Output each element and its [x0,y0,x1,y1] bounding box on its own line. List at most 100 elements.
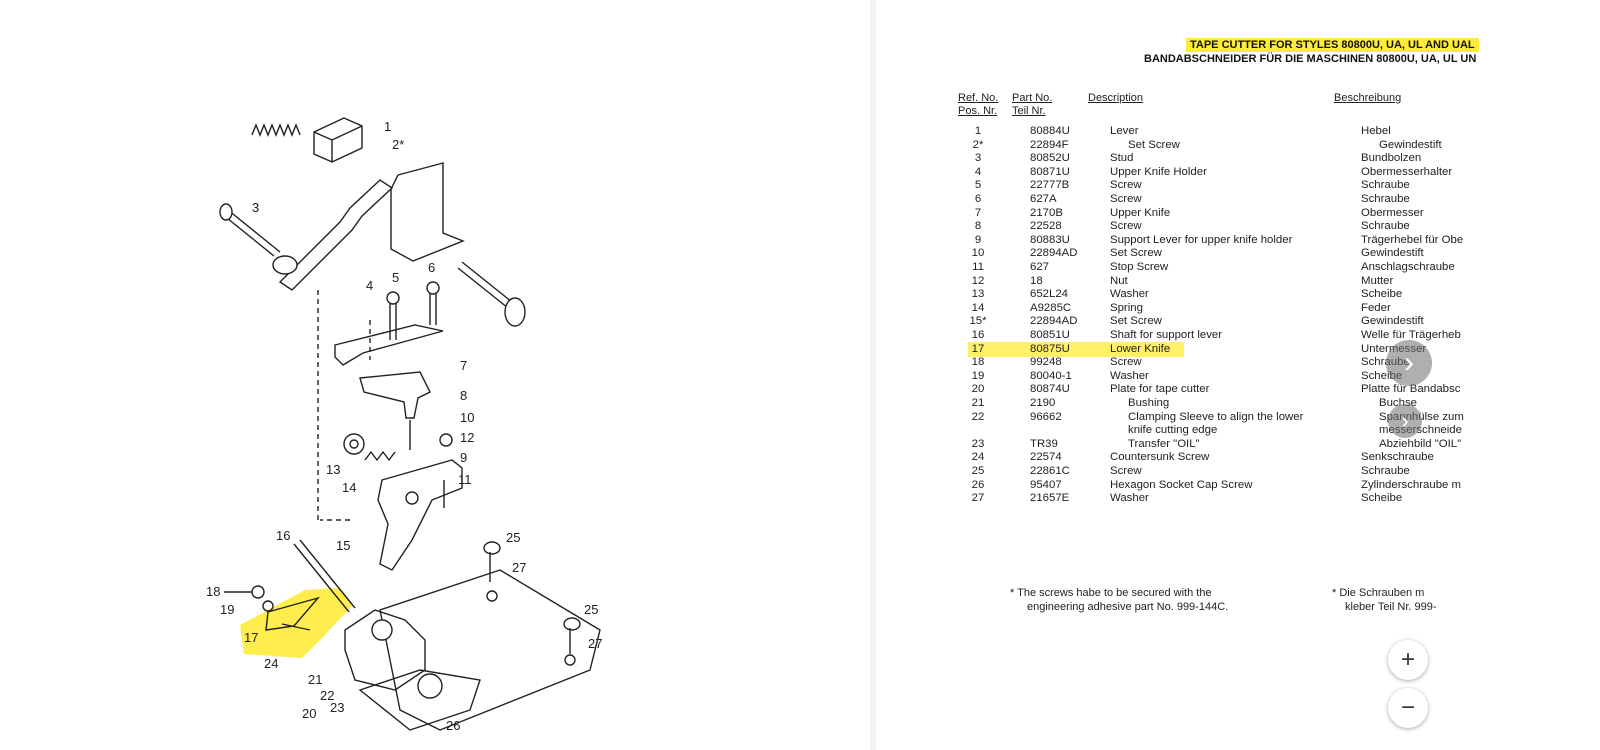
document-title-en: TAPE CUTTER FOR STYLES 80800U, UA, UL AN… [1186,38,1479,52]
part-beschreibung: Platte für Bandabsc [1361,383,1461,396]
callout-25b: 25 [584,602,598,617]
part-description: Transfer "OIL" [1128,437,1200,450]
part-beschreibung: Schraube [1361,179,1410,192]
part-description: Stop Screw [1110,261,1169,273]
part-number: 22894F [1030,138,1069,151]
callout-13: 13 [326,462,340,477]
exploded-parts-diagram: 1 2* 3 4 5 6 7 8 10 12 9 13 14 11 16 15 … [206,117,602,733]
part-description: Support Lever for upper knife holder [1110,233,1293,246]
part-description: Washer [1110,492,1149,505]
part-description: Set Screw [1128,138,1180,151]
part-description: Clamping Sleeve to align the lower [1128,410,1304,423]
header-part-no-en: Part No. [1012,92,1053,104]
callout-25a: 25 [506,530,520,545]
right-document-panel: TAPE CUTTER FOR STYLES 80800U, UA, UL AN… [876,0,1600,750]
part-ref-no: 25 [971,465,985,477]
part-ref-no: 16 [971,329,985,341]
block [313,117,363,163]
callout-7: 7 [460,358,467,373]
part-beschreibung: Gewindestift [1361,315,1424,328]
part-number: 2190 [1030,397,1056,409]
part-description: Spring [1110,301,1143,314]
part-number: 21657E [1030,492,1070,505]
part-ref-no: 24 [971,451,985,464]
callout-18: 18 [206,584,220,599]
part-beschreibung: Senkschraube [1361,451,1434,464]
plus-icon: + [1400,646,1415,673]
callout-15: 15 [336,538,350,553]
zoom-in-button[interactable]: + [1388,640,1428,680]
support-lever [377,459,463,571]
part-ref-no: 5 [974,179,982,192]
footnote-en-line-1: * The screws habe to be secured with the [1010,587,1212,599]
next-image-button[interactable]: › [1386,340,1432,386]
part-number: A9285C [1030,301,1072,314]
base-plate [379,569,601,731]
part-number: 80040-1 [1030,369,1072,382]
part-beschreibung: Mutter [1361,274,1394,287]
part-description: Stud [1110,152,1134,165]
part-description: Hexagon Socket Cap Screw [1110,478,1253,491]
header-description: Description [1088,92,1144,104]
spring-top [251,123,301,137]
callout-5: 5 [392,270,399,285]
part-number: 80883U [1030,233,1070,246]
callout-3: 3 [252,200,259,215]
part-ref-no: 1 [974,125,982,137]
part-description: Shaft for support lever [1110,329,1223,341]
callout-4: 4 [366,278,373,293]
part-number: 22528 [1030,220,1062,233]
part-ref-no: 8 [974,220,982,233]
part-number: 80852U [1030,152,1070,165]
part-description: Screw [1110,193,1142,205]
part-beschreibung: Obermesserhalter [1361,165,1453,178]
part-description: Upper Knife Holder [1110,165,1207,178]
part-number: 96662 [1030,410,1062,423]
header-pos-nr: Pos. Nr. [958,105,998,117]
part-ref-no: 7 [974,206,982,219]
part-beschreibung: Zylinderschraube m [1361,478,1462,491]
part-description: Plate for tape cutter [1110,383,1210,396]
lever [278,179,394,291]
secondary-nav-button[interactable]: › [1388,404,1422,438]
header-teil-nr: Teil Nr. [1012,105,1046,117]
part-number: 99248 [1030,356,1062,369]
part-description: Screw [1110,220,1142,233]
part-ref-no: 19 [971,369,985,382]
part-ref-no: 12 [971,274,985,287]
callout-24: 24 [264,656,278,671]
part-beschreibung: Anschlagschraube [1361,261,1455,273]
header-ref-no: Ref. No. Pos. Nr. [958,92,998,118]
lower-knife-row-highlight [968,342,1184,357]
part-ref-no: 21 [971,397,985,409]
part-beschreibung: Gewindestift [1379,138,1442,151]
part-number: 18 [1030,274,1043,287]
part-number: 80884U [1030,125,1070,137]
header-part-no: Part No. Teil Nr. [1012,92,1052,118]
callout-22: 22 [320,688,334,703]
part-number: 22777B [1030,179,1070,192]
part-beschreibung: Trägerhebel für Obe [1361,233,1464,246]
part-ref-no: 9 [974,233,982,246]
part-beschreibung: Schraube [1361,193,1410,205]
callout-1: 1 [384,119,391,134]
part-ref-no: 20 [971,383,985,396]
part-beschreibung: Scheibe [1361,492,1403,505]
callout-2: 2* [392,137,404,152]
zoom-out-button[interactable]: − [1388,688,1428,728]
part-ref-no: 23 [971,437,985,450]
part-ref-no: 11 [972,261,984,273]
part-description: Set Screw [1110,247,1162,260]
